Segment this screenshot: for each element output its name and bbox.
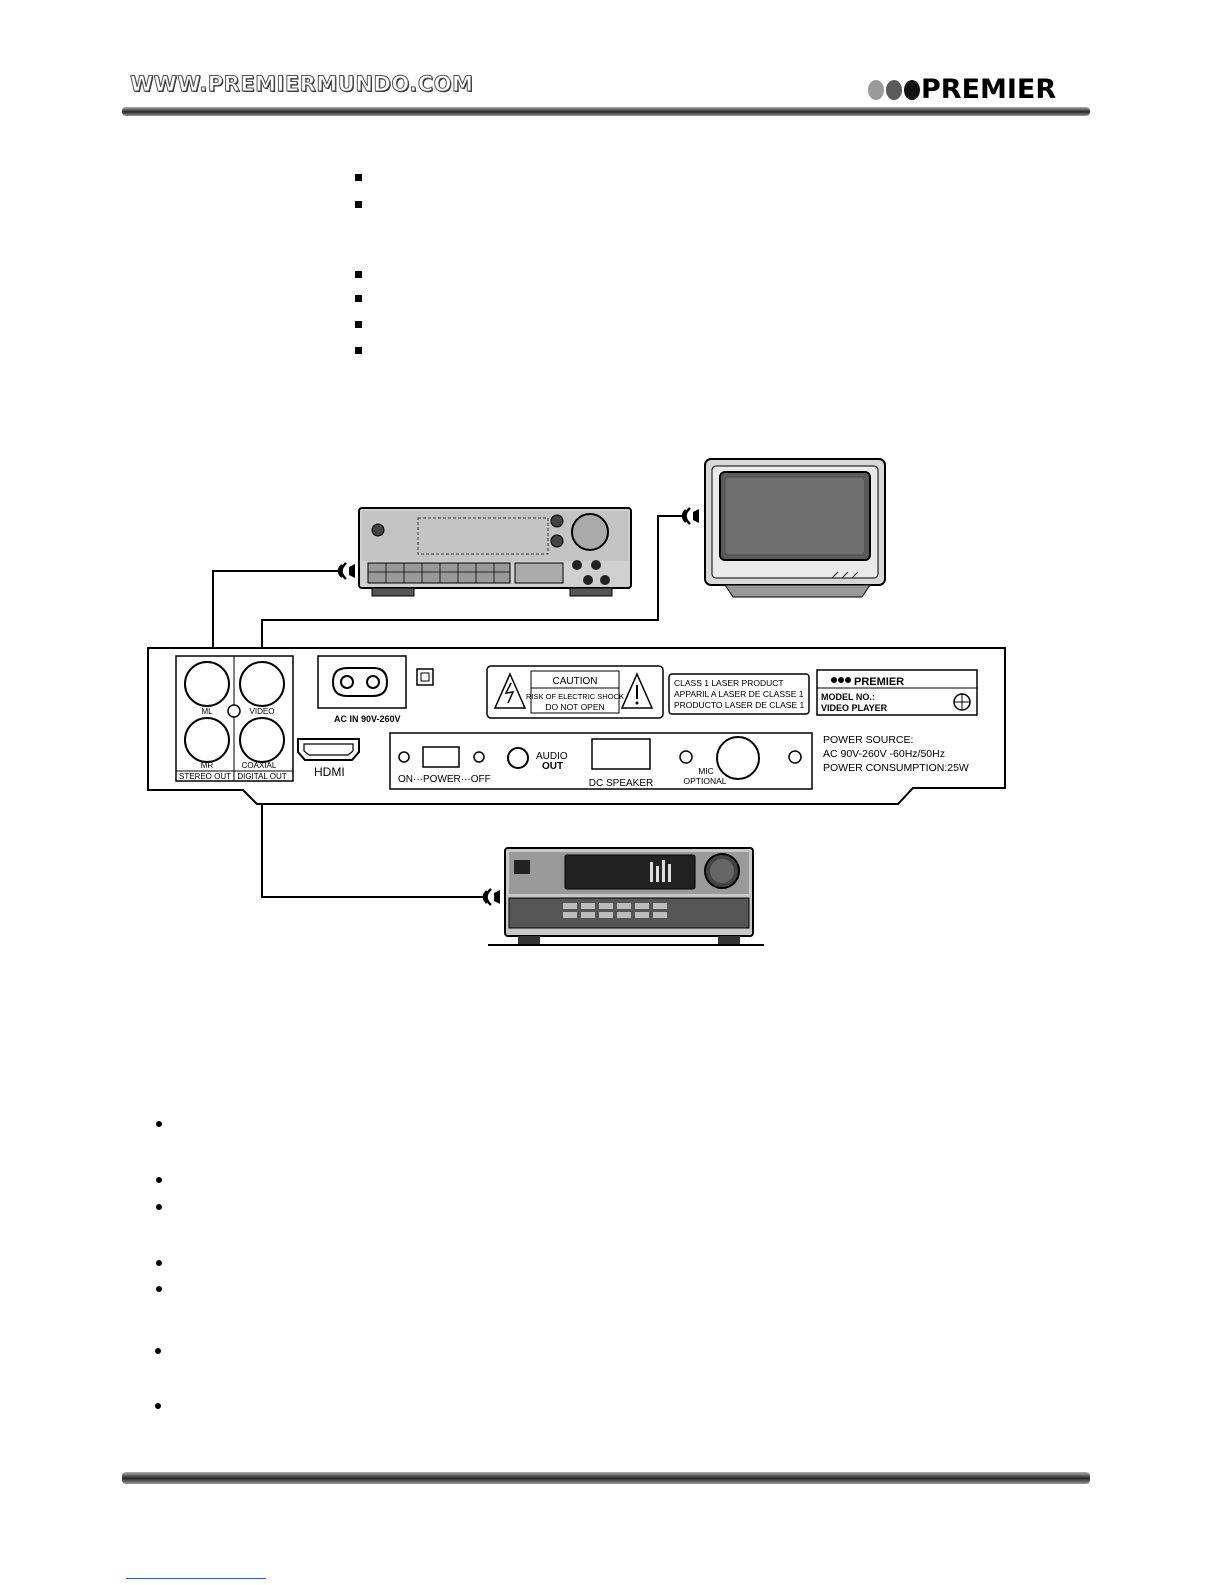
laser-label — [668, 673, 810, 715]
brand-logo-icon — [868, 80, 922, 100]
amplifier-icon — [358, 507, 632, 597]
model-label-brand: PREMIER — [854, 676, 904, 688]
round-bullet — [156, 1177, 162, 1183]
footer-link-underline — [126, 1578, 266, 1579]
mic-jack — [716, 736, 760, 780]
ac-in-label: AC IN 90V-260V — [334, 714, 401, 724]
power-switch — [422, 746, 460, 768]
caution-risk: RISK OF ELECTRIC SHOCK — [526, 692, 624, 701]
plug-icon — [337, 507, 699, 906]
stereo-out-label: STEREO OUT — [179, 772, 231, 781]
jack-ml-label: ML — [201, 707, 213, 716]
power-source-label: POWER SOURCE: — [823, 734, 913, 746]
jack-video — [239, 661, 285, 707]
audio-out-label: OUT — [542, 761, 563, 772]
round-bullet — [156, 1260, 162, 1266]
mic-optional-label: OPTIONAL — [684, 776, 727, 786]
round-bullet — [155, 1403, 161, 1409]
power-ac-label: AC 90V-260V -60Hz/50Hz — [823, 748, 945, 760]
square-bullet — [355, 321, 362, 328]
jack-mr-label: MR — [201, 761, 214, 770]
audio-out-jack — [507, 747, 529, 769]
footer-rule — [122, 1472, 1090, 1484]
video-player-label: VIDEO PLAYER — [821, 703, 888, 713]
round-bullet — [155, 1348, 161, 1354]
television-icon — [704, 458, 886, 598]
round-bullet — [156, 1286, 162, 1292]
model-no-label: MODEL NO.: — [821, 692, 875, 702]
square-bullet — [355, 295, 362, 302]
laser-line-3: PRODUCTO LASER DE CLASE 1 — [674, 700, 804, 710]
jack-coaxial-label: COAXIAL — [242, 761, 277, 770]
digital-out-label: DIGITAL OUT — [237, 772, 286, 781]
hdmi-label: HDMI — [314, 765, 345, 779]
laser-line-1: CLASS 1 LASER PRODUCT — [674, 678, 784, 688]
jack-video-label: VIDEO — [250, 707, 275, 716]
dc-speaker-port — [591, 738, 651, 770]
header-rule — [122, 107, 1090, 116]
audio-label: AUDIO — [536, 751, 568, 762]
round-bullet — [156, 1121, 162, 1127]
round-bullet — [156, 1204, 162, 1210]
mic-label: MIC — [698, 766, 714, 776]
jack-mr — [184, 717, 230, 763]
model-label — [816, 669, 978, 716]
power-switch-label: ON···POWER···OFF — [398, 774, 491, 785]
brand-name: PREMIER — [921, 74, 1057, 105]
jack-coaxial — [239, 717, 285, 763]
power-consumption-label: POWER CONSUMPTION:25W — [823, 762, 969, 774]
jack-ml — [184, 661, 230, 707]
square-bullet — [355, 174, 362, 181]
square-bullet — [355, 201, 362, 208]
site-url: WWW.PREMIERMUNDO.COM — [129, 72, 474, 97]
laser-line-2: APPARIL A LASER DE CLASSE 1 — [674, 689, 804, 699]
dc-speaker-label: DC SPEAKER — [589, 778, 653, 789]
caution-title: CAUTION — [553, 676, 598, 687]
square-bullet — [355, 271, 362, 278]
caution-do-not-open: DO NOT OPEN — [545, 702, 604, 712]
square-bullet — [355, 347, 362, 354]
electric-shock-icon — [493, 672, 527, 709]
receiver-icon — [488, 847, 764, 946]
